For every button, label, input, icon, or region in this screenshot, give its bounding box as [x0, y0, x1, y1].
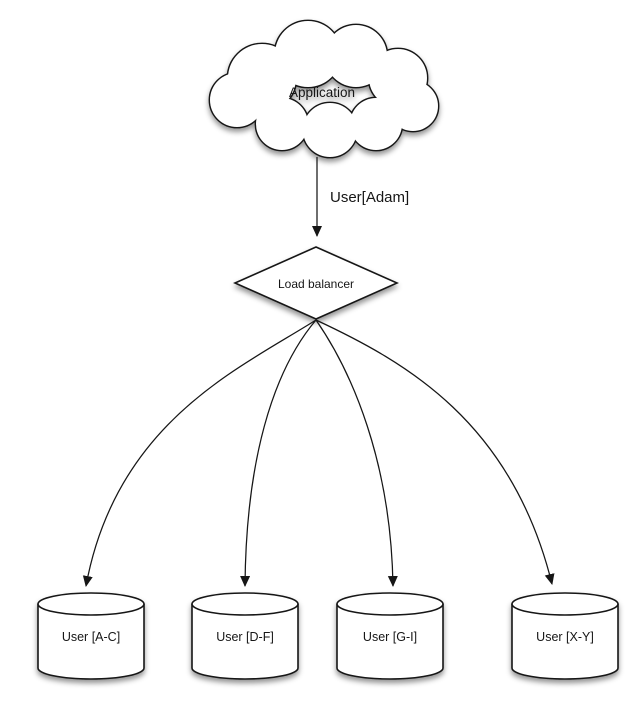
load-balancer-label: Load balancer — [278, 277, 354, 291]
shard-label: User [X-Y] — [536, 630, 594, 644]
shard-edges — [82, 319, 555, 587]
cloud-icon — [208, 19, 440, 159]
shard-node-a-c: User [A-C] — [37, 592, 145, 680]
shard-label: User [D-F] — [216, 630, 274, 644]
edge-to-shard-x-y — [315, 319, 555, 585]
request-edge-label: User[Adam] — [330, 189, 409, 206]
shard-label: User [A-C] — [62, 630, 120, 644]
edge-to-shard-a-c — [82, 319, 317, 587]
edge-to-shard-g-i — [315, 319, 398, 587]
application-node-label: Application — [289, 85, 355, 100]
edge-to-shard-d-f — [240, 319, 317, 587]
shard-node-g-i: User [G-I] — [336, 592, 444, 680]
shard-node-d-f: User [D-F] — [191, 592, 299, 680]
application-cloud-node: Application — [208, 19, 440, 159]
diamond-icon — [233, 246, 399, 320]
database-cylinder-icon — [511, 592, 619, 680]
shard-label: User [G-I] — [363, 630, 417, 644]
load-balancer-node: Load balancer — [233, 246, 399, 320]
database-cylinder-icon — [336, 592, 444, 680]
shard-node-x-y: User [X-Y] — [511, 592, 619, 680]
database-cylinder-icon — [37, 592, 145, 680]
database-cylinder-icon — [191, 592, 299, 680]
